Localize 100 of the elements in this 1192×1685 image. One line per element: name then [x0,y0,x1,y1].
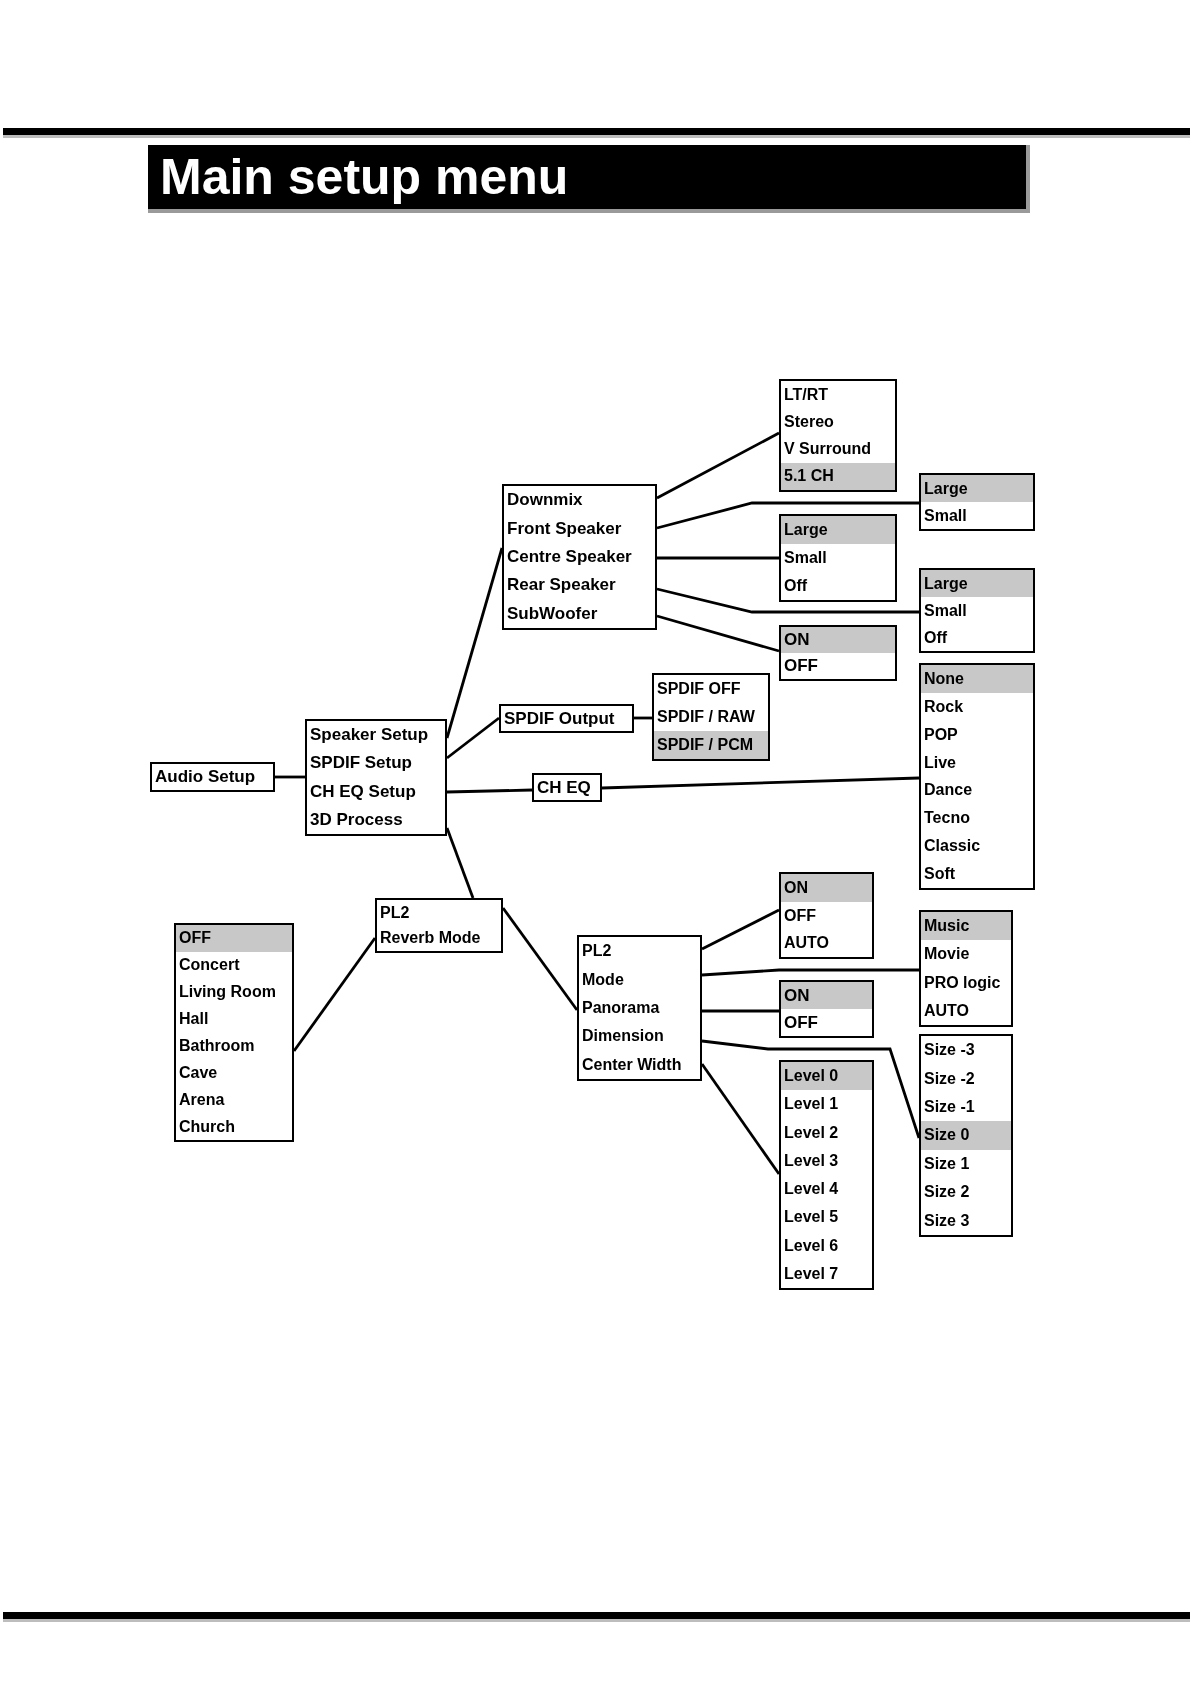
selected-menu-option: Music [921,912,1011,941]
selected-menu-option: ON [781,627,895,653]
selected-menu-option: Large [921,475,1033,502]
menu-box [502,484,657,630]
menu-option: Small [921,597,1033,624]
connector-line [601,776,920,790]
selected-menu-option: Size 0 [921,1121,1011,1150]
connector-line [657,556,779,560]
menu-option: Front Speaker [504,514,655,543]
menu-option: Reverb Mode [377,925,501,951]
menu-option: Small [781,544,895,572]
menu-box [305,719,447,836]
menu-box [779,379,897,492]
menu-box [779,872,874,959]
menu-option: Hall [176,1005,292,1033]
menu-option: Arena [176,1086,292,1114]
connector-line [656,431,780,500]
menu-option: Center Width [579,1050,700,1080]
menu-option: Movie [921,940,1011,969]
connector-line [701,1039,921,1139]
menu-option: Cave [176,1059,292,1087]
selected-menu-option: ON [781,982,872,1009]
menu-box [375,898,503,953]
menu-option: Dimension [579,1022,700,1051]
menu-option: Speaker Setup [307,721,445,750]
menu-option: Panorama [579,993,700,1023]
menu-option: Centre Speaker [504,542,655,572]
menu-option: Live [921,748,1033,777]
title: Main setup menu [160,152,569,202]
menu-box [919,568,1035,653]
menu-option: Dance [921,776,1033,805]
menu-option: CH EQ [534,775,600,800]
menu-option: V Surround [781,435,895,463]
menu-option: Off [921,624,1033,651]
menu-box [652,673,770,761]
selected-menu-option: OFF [176,925,292,952]
menu-box [779,1060,874,1290]
connector-line [701,968,919,977]
menu-option: Audio Setup [152,764,273,790]
menu-option: PL2 [579,937,700,966]
menu-option: CH EQ Setup [307,777,445,806]
menu-option: Size -3 [921,1036,1011,1065]
menu-option: Level 6 [781,1231,872,1260]
menu-option: Size -2 [921,1064,1011,1093]
menu-option: OFF [781,901,872,930]
selected-menu-option: Large [781,516,895,544]
selected-menu-option: Large [921,570,1033,597]
menu-option: SubWoofer [504,599,655,629]
menu-box [577,935,702,1081]
menu-option: 3D Process [307,805,445,834]
menu-option: Level 3 [781,1146,872,1175]
menu-option: Living Room [176,978,292,1006]
menu-option: Level 4 [781,1175,872,1204]
menu-box [919,1034,1013,1237]
selected-menu-option: ON [781,874,872,902]
menu-option: OFF [781,1009,872,1036]
connector-line [446,716,500,760]
menu-option: Concert [176,951,292,979]
selected-menu-option: Level 0 [781,1062,872,1091]
menu-option: SPDIF Setup [307,749,445,778]
connector-line [445,827,475,899]
connector-line [702,1009,779,1013]
menu-option: PL2 [377,900,501,926]
menu-option: Rear Speaker [504,571,655,600]
menu-option: Mode [579,965,700,994]
menu-box [779,514,897,602]
menu-box [779,625,897,681]
menu-option: SPDIF Output [501,706,632,731]
menu-option: SPDIF OFF [654,675,768,703]
menu-option: Church [176,1113,292,1140]
menu-option: Level 7 [781,1259,872,1288]
menu-option: POP [921,720,1033,749]
connector-line [656,587,919,614]
menu-option: PRO logic [921,968,1011,997]
selected-menu-option: SPDIF / PCM [654,731,768,759]
menu-option: Stereo [781,408,895,436]
menu-box [779,980,874,1038]
menu-option: Off [781,572,895,600]
menu-option: Downmix [504,486,655,515]
menu-option: AUTO [921,996,1011,1025]
menu-option: SPDIF / RAW [654,703,768,731]
menu-option: Level 1 [781,1090,872,1119]
menu-option: Size -1 [921,1092,1011,1122]
connector-line [701,908,780,951]
connector-line [656,501,919,530]
menu-option: Level 5 [781,1203,872,1232]
menu-option: Small [921,502,1033,529]
menu-option: Size 2 [921,1178,1011,1207]
menu-option: Rock [921,692,1033,721]
connector-line [446,788,533,794]
menu-option: LT/RT [781,381,895,409]
menu-box [919,663,1035,890]
connector-line [275,775,305,779]
menu-option: Level 2 [781,1118,872,1147]
menu-box [919,473,1035,531]
menu-box [174,923,294,1142]
menu-option: Size 3 [921,1206,1011,1235]
menu-option: AUTO [781,929,872,957]
menu-option: Soft [921,860,1033,888]
menu-option: Classic [921,832,1033,861]
